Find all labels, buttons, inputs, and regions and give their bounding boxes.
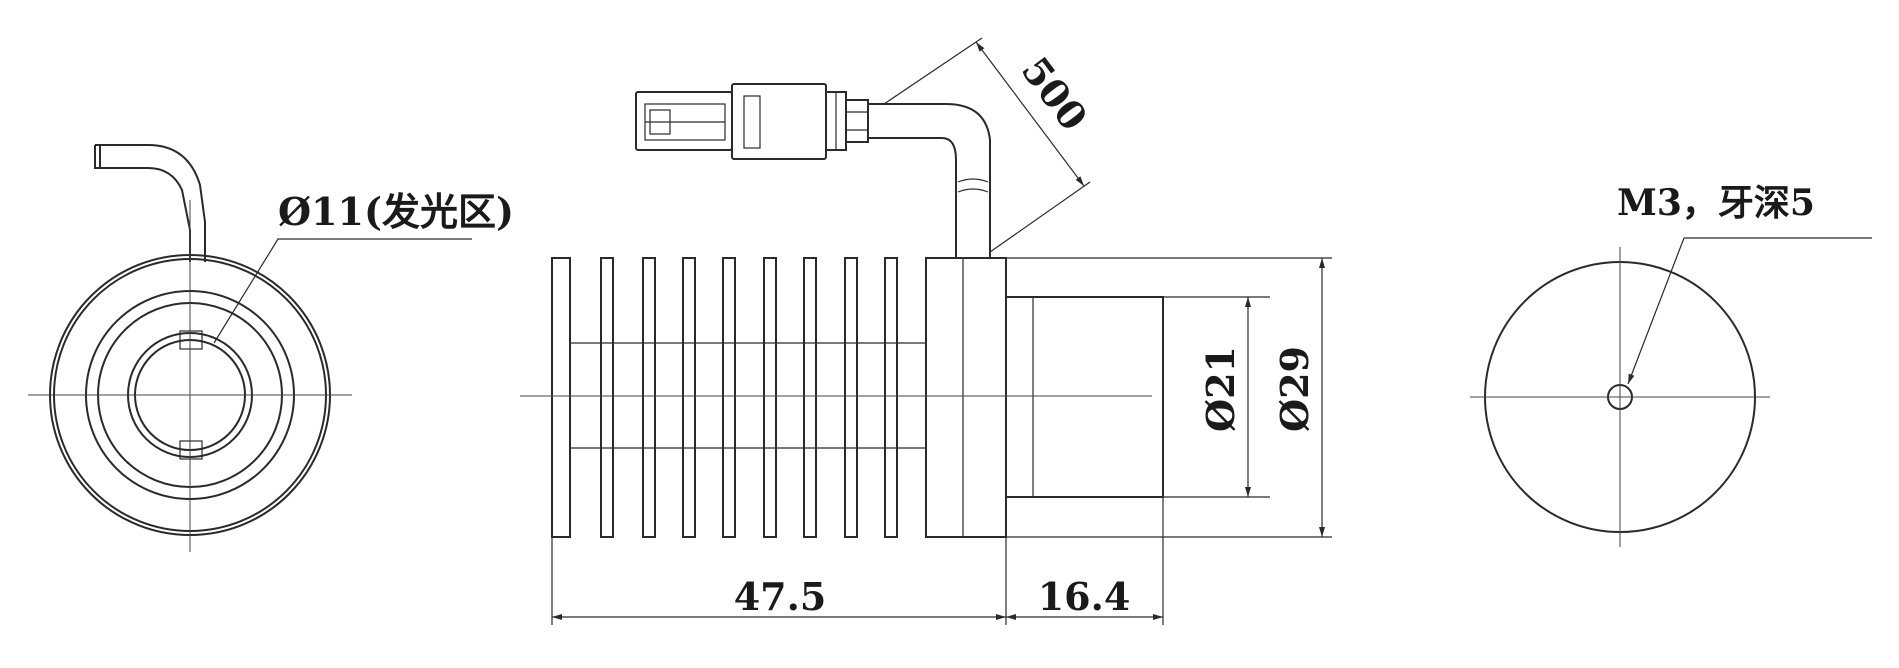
lens-section [1005, 296, 1164, 498]
rear-view: M3，牙深5 [1470, 182, 1872, 547]
body-diameter-label: Ø29 [1272, 346, 1317, 432]
side-view: 500 Ø21 Ø29 47.5 16.4 [520, 37, 1332, 625]
heatsink [551, 257, 1007, 538]
lens-diameter-label: Ø21 [1198, 346, 1243, 432]
cable-length-label: 500 [1013, 48, 1097, 138]
body-length-label: 47.5 [734, 574, 827, 619]
lens-length-label: 16.4 [1038, 574, 1131, 619]
connector [635, 83, 884, 160]
thread-label: M3，牙深5 [1617, 182, 1815, 224]
front-view: Ø11(发光区) [28, 144, 514, 552]
emitting-area-label: Ø11(发光区) [278, 189, 514, 234]
